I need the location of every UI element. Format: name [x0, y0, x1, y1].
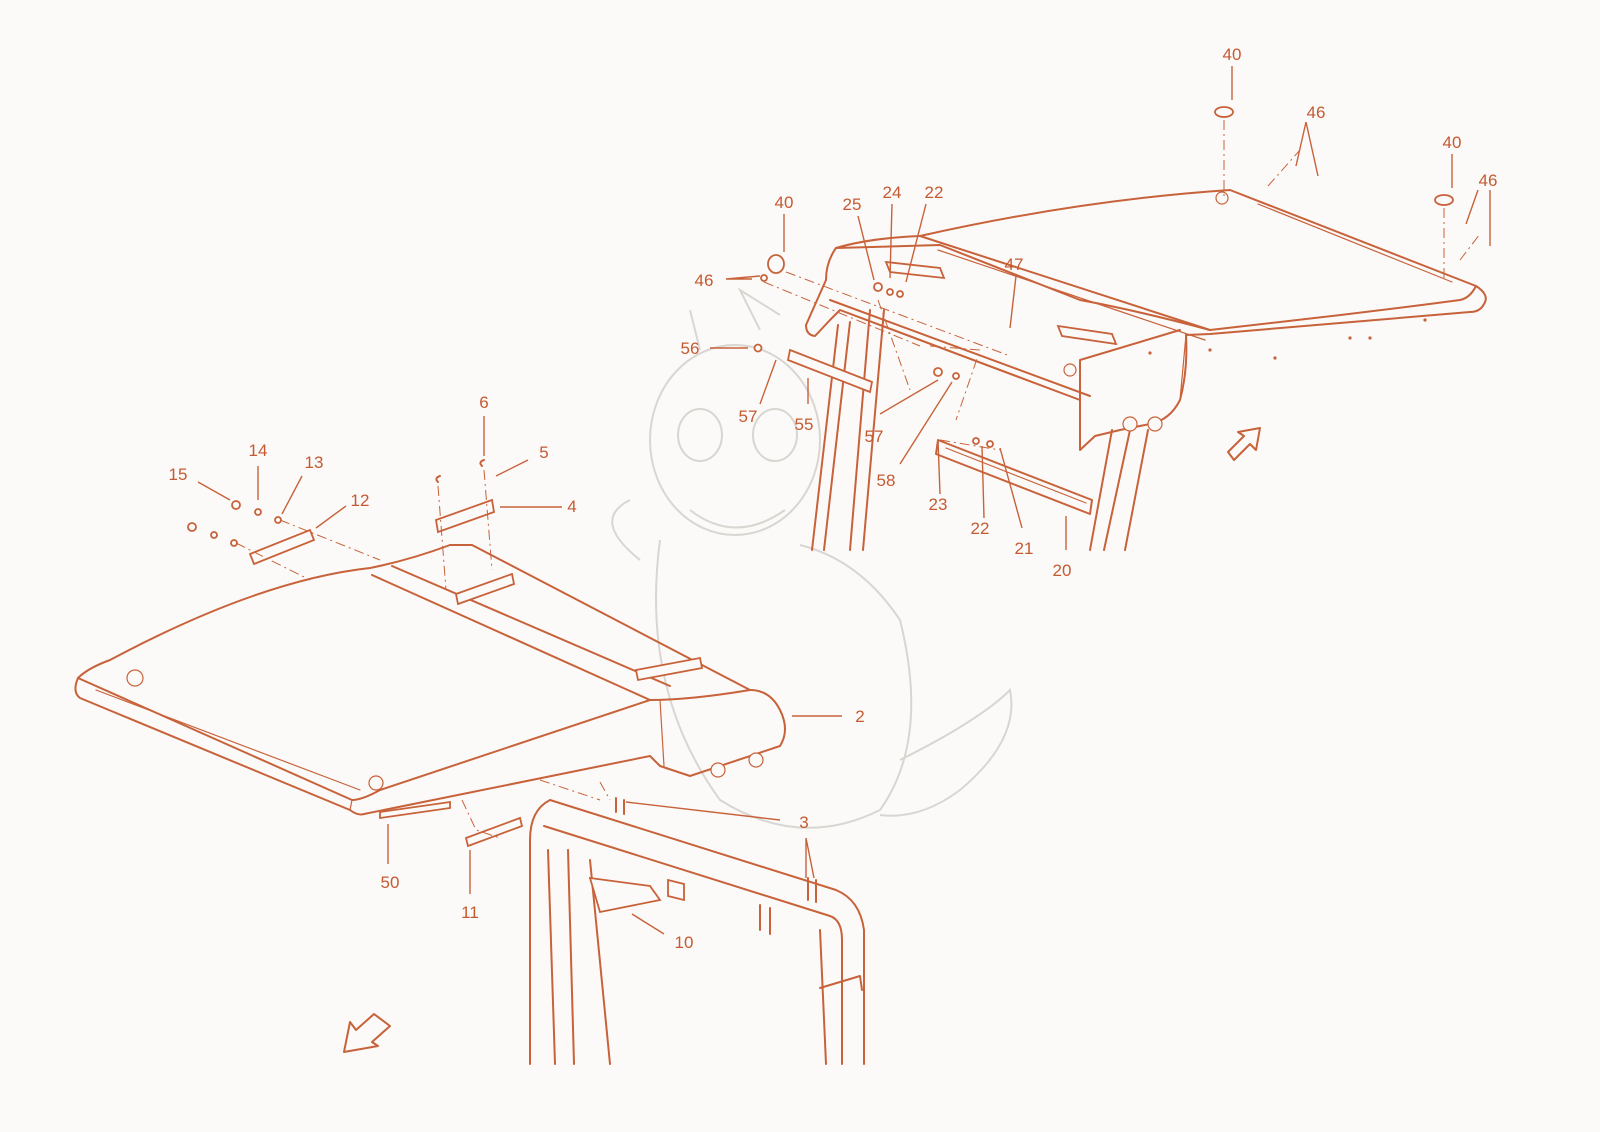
rear-view-assembly: [753, 106, 1487, 551]
callout-21: 21: [1015, 539, 1034, 558]
callout-46-right: 46: [1479, 171, 1498, 190]
callout-24: 24: [883, 183, 902, 202]
callout-10: 10: [675, 933, 694, 952]
callout-46-left: 46: [695, 271, 714, 290]
callout-40-top: 40: [1223, 45, 1242, 64]
callout-23: 23: [929, 495, 948, 514]
callout-6: 6: [479, 393, 488, 412]
rear-direction-arrow-icon: [343, 1013, 391, 1053]
callout-15: 15: [169, 465, 188, 484]
callout-57-right: 57: [865, 427, 884, 446]
callout-40-right: 40: [1443, 133, 1462, 152]
callout-25: 25: [843, 195, 862, 214]
callout-50: 50: [381, 873, 400, 892]
callout-22-bottom: 22: [971, 519, 990, 538]
leader-lines: [197, 66, 1491, 935]
baby-dragon-watermark: [611, 287, 1013, 829]
front-view-assembly: [74, 459, 865, 1065]
callout-20: 20: [1053, 561, 1072, 580]
callout-2: 2: [855, 707, 864, 726]
callout-40-left: 40: [775, 193, 794, 212]
callout-12: 12: [351, 491, 370, 510]
callout-14: 14: [249, 441, 268, 460]
callout-47: 47: [1005, 255, 1024, 274]
callout-58: 58: [877, 471, 896, 490]
callout-56: 56: [681, 339, 700, 358]
callout-13: 13: [305, 453, 324, 472]
callout-5: 5: [539, 443, 548, 462]
callout-labels: 40 46 40 46 40 25 24 22 47 46 56 57 55 5…: [169, 45, 1498, 952]
callout-22-top: 22: [925, 183, 944, 202]
callout-46-top: 46: [1307, 103, 1326, 122]
callout-57-left: 57: [739, 407, 758, 426]
front-direction-arrow-icon: [1227, 427, 1261, 461]
callout-4: 4: [567, 497, 576, 516]
callout-11: 11: [461, 903, 479, 922]
callout-3: 3: [799, 813, 808, 832]
callout-55: 55: [795, 415, 814, 434]
